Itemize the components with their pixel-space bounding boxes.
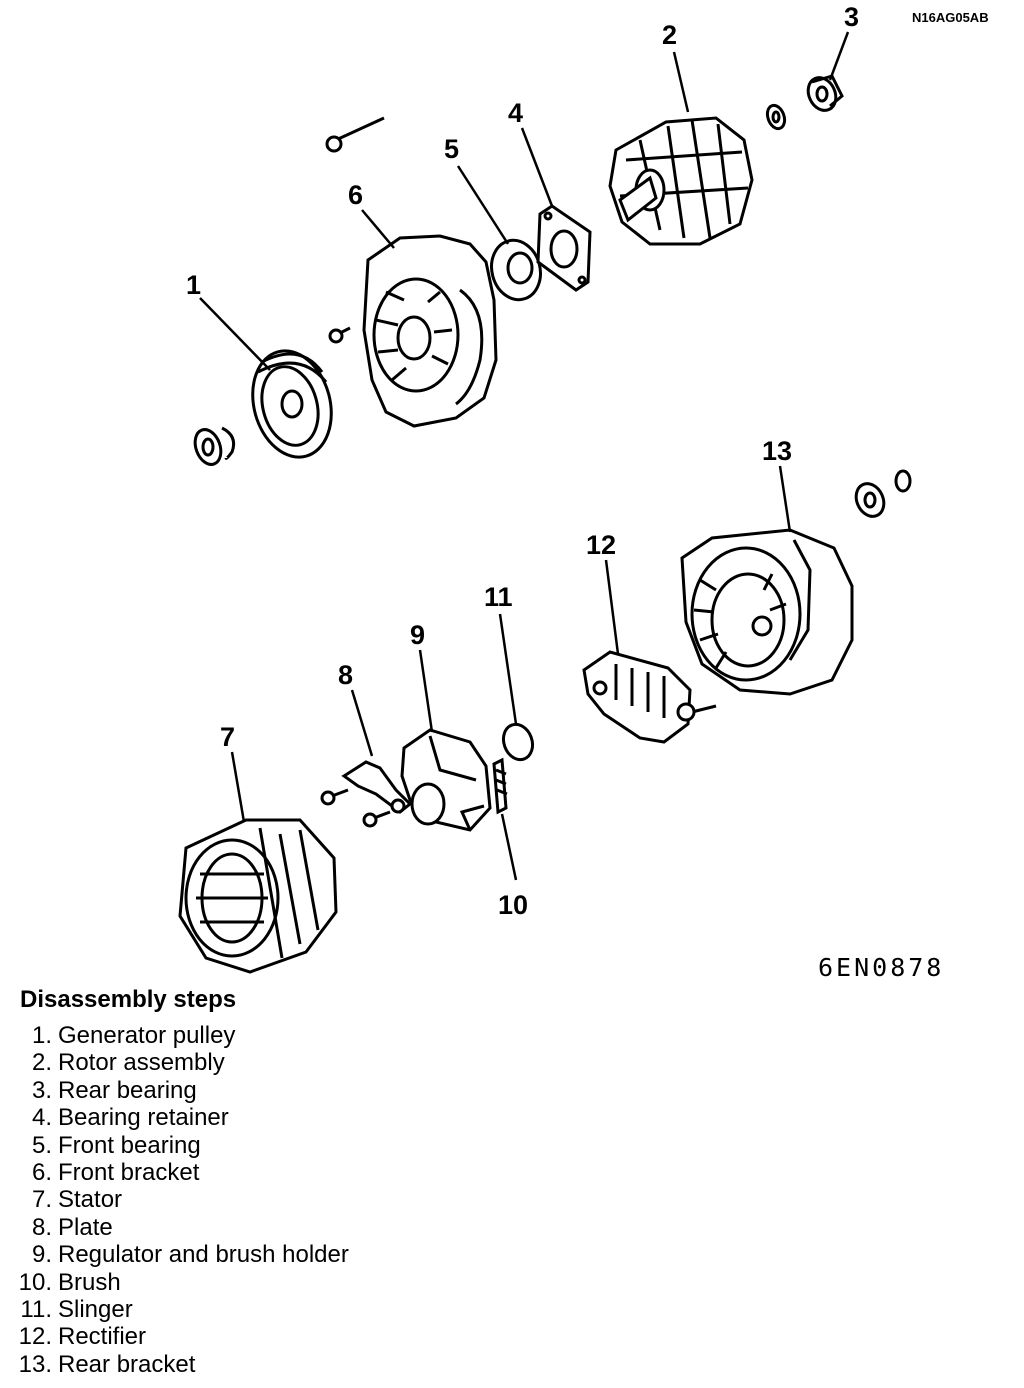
step-label: Rotor assembly [58, 1049, 225, 1077]
part-rotor-washer [765, 103, 787, 131]
step-item: 7.Stator [8, 1186, 528, 1213]
exploded-view-diagram: N16AG05AB [178, 2, 989, 982]
figure-code: 6EN0878 [818, 953, 944, 982]
step-item: 12.Rectifier [8, 1323, 528, 1350]
step-item: 1.Generator pulley [8, 1022, 528, 1049]
callout-7: 7 [220, 722, 235, 752]
step-item: 6.Front bracket [8, 1159, 528, 1186]
callout-2: 2 [662, 20, 677, 50]
step-label: Rear bearing [58, 1076, 197, 1104]
step-item: 5.Front bearing [8, 1132, 528, 1159]
step-number: 3. [31, 1076, 52, 1104]
step-number: 10. [18, 1268, 52, 1296]
step-number: 7. [31, 1186, 52, 1214]
callout-labels: 1 2 3 4 5 6 7 8 9 10 11 12 13 [186, 2, 859, 920]
step-number: 9. [31, 1241, 52, 1269]
step-item: 11.Slinger [8, 1296, 528, 1323]
step-item: 2.Rotor assembly [8, 1049, 528, 1076]
step-number: 12. [18, 1323, 52, 1351]
callout-5: 5 [444, 134, 459, 164]
part-small-screw [328, 326, 351, 344]
part-through-bolt [325, 116, 385, 153]
part-rear-bearing-bushing [854, 469, 912, 518]
callout-12: 12 [586, 530, 616, 560]
step-label: Front bearing [58, 1131, 201, 1159]
part-rear-bracket [680, 528, 854, 696]
callout-11: 11 [484, 582, 513, 612]
step-number: 13. [18, 1350, 52, 1378]
part-rear-bearing [806, 74, 844, 112]
part-front-bracket [362, 234, 498, 428]
part-slinger [501, 722, 535, 762]
steps-title: Disassembly steps [20, 986, 237, 1013]
part-bearing-retainer [536, 204, 592, 292]
step-number: 2. [31, 1049, 52, 1077]
leader-lines [199, 31, 850, 881]
part-regulator-brush-holder [400, 728, 492, 832]
part-rectifier [582, 650, 717, 744]
part-plate-screws [320, 788, 391, 828]
part-brush [492, 757, 508, 815]
step-label: Brush [58, 1268, 121, 1296]
part-stator [178, 818, 338, 974]
step-item: 4.Bearing retainer [8, 1104, 528, 1131]
step-item: 10.Brush [8, 1269, 528, 1296]
part-pulley-nut [193, 426, 236, 466]
step-item: 9.Regulator and brush holder [8, 1241, 528, 1268]
step-number: 1. [31, 1022, 52, 1049]
part-generator-pulley [251, 349, 333, 459]
step-label: Generator pulley [58, 1022, 236, 1049]
step-number: 6. [31, 1159, 52, 1187]
callout-3: 3 [844, 2, 859, 32]
step-label: Plate [58, 1213, 113, 1241]
step-label: Regulator and brush holder [58, 1241, 349, 1269]
step-label: Stator [58, 1186, 123, 1214]
step-label: Front bracket [58, 1159, 200, 1187]
callout-10: 10 [498, 890, 528, 920]
callout-1: 1 [186, 270, 201, 300]
step-number: 4. [31, 1104, 52, 1132]
step-item: 13.Rear bracket [8, 1351, 528, 1378]
step-label: Slinger [58, 1296, 133, 1324]
callout-4: 4 [508, 98, 523, 128]
part-front-bearing [490, 238, 542, 302]
callout-6: 6 [348, 180, 363, 210]
part-plate [341, 760, 413, 814]
callout-8: 8 [338, 660, 353, 690]
step-label: Bearing retainer [58, 1104, 229, 1132]
step-label: Rear bracket [58, 1350, 196, 1378]
step-item: 3.Rear bearing [8, 1077, 528, 1104]
reference-code: N16AG05AB [912, 10, 989, 25]
disassembly-steps: Disassembly steps 1.Generator pulley 2.R… [8, 986, 528, 1378]
callout-9: 9 [410, 620, 425, 650]
step-number: 8. [31, 1213, 52, 1241]
callout-13: 13 [762, 436, 792, 466]
part-rotor-assembly [608, 116, 754, 246]
step-number: 5. [31, 1131, 52, 1159]
step-label: Rectifier [58, 1323, 147, 1351]
steps-list: 1.Generator pulley 2.Rotor assembly 3.Re… [8, 1022, 528, 1378]
step-item: 8.Plate [8, 1214, 528, 1241]
step-number: 11. [20, 1296, 52, 1324]
